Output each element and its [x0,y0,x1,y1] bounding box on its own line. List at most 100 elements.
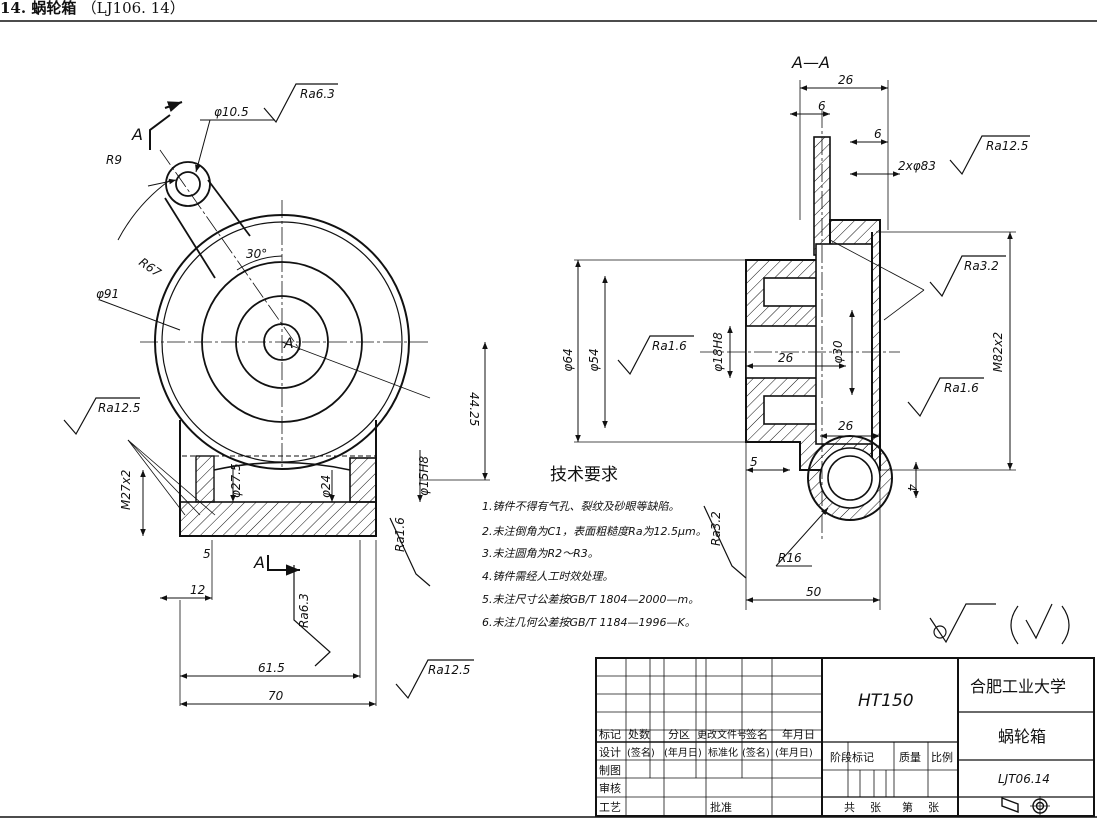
ra1_6-mid-symbol [617,335,694,376]
lug-hole [175,171,201,197]
label-s26-mid: 26 [778,351,794,365]
label-s5: 5 [750,455,758,469]
ra3_2-leader-2 [883,289,925,321]
label-d10_5: φ10.5 [214,105,249,119]
paren-right [1061,605,1070,645]
tb-check: 审核 [599,781,621,795]
header-code: （LJ106. 14） [81,0,185,17]
label-ra3_2-vert: Ra3.2 [709,511,723,546]
lower-box-thread [195,455,215,503]
lug-arm-right [207,179,251,237]
projection-cone-icon [1001,796,1019,814]
tb-sign: 签名 [746,727,768,741]
label-s30: φ30 [831,340,845,364]
ra-leader-2 [127,439,201,516]
label-s6a: 6 [818,99,826,113]
general-roughness-check [929,603,996,644]
r67-arc [117,179,171,241]
label-ra12_5-right: Ra12.5 [986,139,1028,153]
label-l12: 12 [190,583,205,597]
d91-leader-left [99,299,181,331]
ra12_5-bottom-symbol [395,659,474,700]
tb-sheets: 张 [870,801,881,814]
label-ra12_5-bottom: Ra12.5 [428,663,470,677]
section-cut-top-arrow [164,101,183,112]
label-ra1_6-mid: Ra1.6 [652,339,687,353]
ra1_6-right-symbol [907,377,984,418]
ra6_3-bottom-symbol [293,565,331,667]
d10_5-leader [195,119,211,173]
tb-material: HT150 [858,691,914,711]
tb-mark: 标记 [599,727,621,741]
label-ra6_3-bottom: Ra6.3 [297,593,311,628]
label-s64: φ64 [561,348,575,371]
label-s6b: 6 [874,127,882,141]
section-view [574,80,1016,610]
ra12_5-right-symbol [949,135,1030,176]
d91-leader [281,341,431,399]
label-d24: φ24 [319,475,333,498]
section-cavity-upper [763,277,817,307]
tech-item-2: 2.未注倒角为C1，表面粗糙度Ra为12.5μm。 [482,525,707,538]
label-d27_5: φ27.5 [229,463,243,498]
angle-arc [236,255,283,271]
label-ra3_2-right: Ra3.2 [964,259,999,273]
tb-change: 更改文件号 [697,728,747,741]
ra6_3-top-symbol [263,83,338,124]
section-cut-top [149,114,171,150]
label-l61_5: 61.5 [258,661,285,675]
tb-sheet-no: 第 [902,800,913,814]
label-s18h8: φ18H8 [711,332,725,372]
tb-date: 年月日 [782,727,815,741]
section-cut-bottom [267,555,300,576]
tb-total: 共 [844,801,855,814]
page-header: 14. 蜗轮箱 （LJ106. 14） [0,0,185,16]
section-cavity-lower [763,395,817,425]
label-r9: R9 [106,153,122,167]
tech-requirements: 技术要求 1.铸件不得有气孔、裂纹及砂眼等缺陷。 2.未注倒角为C1，表面粗糙度… [482,465,707,629]
tb-draw: 制图 [599,764,621,777]
label-s54: φ54 [587,348,601,371]
label-sr16: R16 [778,551,802,565]
ra-leader-1 [127,439,186,516]
tech-item-6: 6.未注几何公差按GB/T 1184—1996—K。 [482,616,696,629]
ra-leader-3 [127,439,216,516]
dimension-labels: φ10.5 R9 R67 30° φ91 44.25 φ15H8 φ24 φ27… [96,53,1005,703]
label-s26-top: 26 [838,73,854,87]
section-bottom-bore [827,455,873,501]
title-block-text: 标记 处数 分区 更改文件号 签名 年月日 设计 (签名) (年月日) 标准化 … [599,677,1066,814]
label-l5: 5 [203,547,211,561]
tb-process: 工艺 [599,801,621,814]
label-angle30: 30° [246,247,267,261]
label-center-a: A [283,336,294,352]
tb-design-date: (年月日) [664,746,702,759]
tb-sheet-unit: 张 [928,801,939,814]
roughness-labels: Ra6.3 Ra12.5 Ra1.6 Ra6.3 Ra12.5 Ra12.5 R… [98,87,1028,677]
tech-item-3: 3.未注圆角为R2～R3。 [482,547,599,560]
tb-company: 合肥工业大学 [970,677,1066,696]
tb-standard-sign: (签名) [742,746,770,759]
ra3_2-vert-symbol [703,505,747,579]
label-section-aa: A—A [791,53,830,72]
label-section-marker-bottom: A [253,553,265,572]
ra3_2-right-symbol [929,255,1006,298]
tb-standard: 标准化 [708,746,738,759]
label-sm82: M82x2 [991,332,1005,372]
front-view [99,101,490,707]
tb-design-sign: (签名) [627,746,655,759]
tb-design: 设计 [599,746,621,759]
tech-item-1: 1.铸件不得有气孔、裂纹及砂眼等缺陷。 [482,500,680,513]
ra1_6-vert-symbol [389,517,431,587]
tb-stage-mark: 阶段标记 [830,750,874,764]
label-s50: 50 [806,585,822,599]
tb-approve: 批准 [710,800,732,814]
label-s2x83: 2xφ83 [898,159,936,173]
header-title: 14. 蜗轮箱 [0,0,77,17]
tb-scale: 比例 [931,750,953,764]
title-block-frame [595,657,1095,817]
lower-box-curve [213,461,351,471]
r9-dim-line [147,178,177,187]
label-s26-low: 26 [838,419,854,433]
label-d91: φ91 [96,287,119,301]
